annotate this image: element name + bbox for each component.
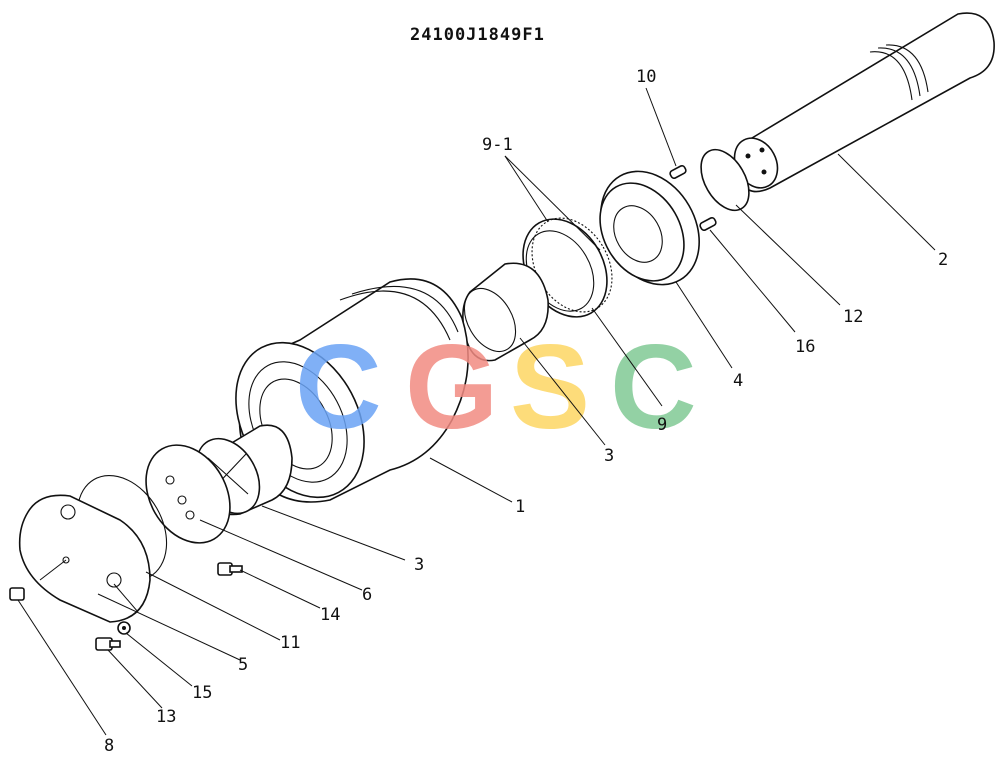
callout-12: 12 (843, 307, 863, 327)
part-14-bolt (217, 562, 243, 576)
callout-labels: 2 12 16 10 9-1 4 9 3 1 3 6 14 11 5 15 13… (104, 67, 948, 756)
part-6-cover-plate (145, 444, 231, 544)
watermark-letter-2: G (405, 320, 498, 454)
callout-14: 14 (320, 605, 340, 625)
part-8-plug (9, 587, 25, 601)
watermark-letter-1: C (295, 320, 382, 454)
callout-3-lower: 3 (414, 555, 424, 575)
part-13-bolt (95, 637, 121, 651)
part-2-shaft (733, 12, 995, 193)
part-5-end-cap (18, 494, 151, 623)
callout-13: 13 (156, 707, 176, 727)
part-12-o-ring (700, 148, 750, 212)
callout-4: 4 (733, 371, 743, 391)
callout-3-upper: 3 (604, 446, 614, 466)
callout-1: 1 (515, 497, 525, 517)
callout-9: 9 (657, 415, 667, 435)
part-4-collar (599, 170, 700, 286)
part-10-pin (669, 164, 687, 180)
watermark-letter-4: C (610, 320, 697, 454)
callout-8: 8 (104, 736, 114, 756)
callout-2: 2 (938, 250, 948, 270)
part-15-washer (117, 621, 131, 635)
callout-16: 16 (795, 337, 815, 357)
watermark: C G S C (295, 320, 697, 454)
drawing-number: 24100J1849F1 (410, 25, 545, 45)
leader-lines (17, 87, 936, 736)
callout-5: 5 (238, 655, 248, 675)
callout-9-1: 9-1 (482, 135, 513, 155)
callout-6: 6 (362, 585, 372, 605)
callout-11: 11 (280, 633, 300, 653)
callout-10: 10 (636, 67, 656, 87)
callout-15: 15 (192, 683, 212, 703)
part-16-pin (699, 216, 717, 232)
